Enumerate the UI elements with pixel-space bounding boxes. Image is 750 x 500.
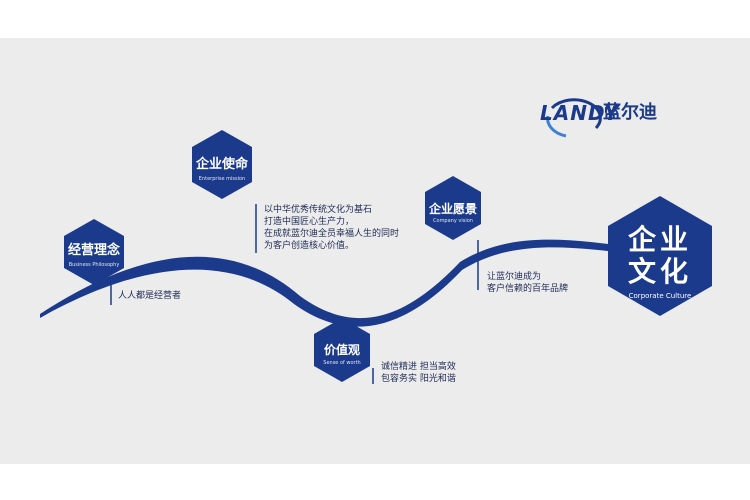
values-note: 诚信精进 担当高效 包容务实 阳光和谐: [381, 361, 456, 385]
vision-note-line: 客户信赖的百年品牌: [487, 284, 569, 294]
mission-title: 企业使命: [195, 157, 248, 172]
logo-text: LANDY: [540, 101, 620, 125]
values-title: 价值观: [323, 343, 360, 357]
main-title-line1: 企业: [627, 223, 692, 256]
values-note-line: 诚信精进 担当高效: [381, 362, 456, 372]
mission-note-line: 在成就蓝尔迪全员幸福人生的同时: [264, 229, 400, 239]
hexagon-mission: [192, 130, 252, 199]
vision-note-line: 让蓝尔迪成为: [487, 272, 542, 282]
wave-ribbon: [40, 239, 700, 327]
vision-title: 企业愿景: [428, 202, 477, 216]
values-note-line: 包容务实 阳光和谐: [381, 374, 456, 384]
main-title-line2: 文化: [627, 255, 692, 288]
hexagon-vision: [425, 176, 481, 240]
mission-note-line: 以中华优秀传统文化为基石: [264, 205, 373, 215]
philosophy-subtitle: Business Philosophy: [68, 262, 120, 268]
philosophy-title: 经营理念: [67, 243, 120, 258]
philosophy-note: 人人都是经营者: [118, 290, 181, 302]
hexagon-main: [608, 196, 712, 316]
main-subtitle: Corporate Culture: [628, 292, 692, 300]
vision-subtitle: Company vision: [433, 218, 473, 224]
mission-note: 以中华优秀传统文化为基石 打造中国匠心生产力， 在成就蓝尔迪全员幸福人生的同时 …: [264, 204, 399, 252]
mission-note-line: 打造中国匠心生产力，: [264, 217, 355, 227]
hexagon-philosophy: [64, 219, 124, 285]
mission-note-line: 为客户创造核心价值。: [264, 241, 355, 251]
logo-emblem-icon: [546, 98, 602, 138]
philosophy-note-line: 人人都是经营者: [118, 291, 182, 301]
vision-note: 让蓝尔迪成为 客户信赖的百年品牌: [487, 271, 568, 295]
mission-subtitle: Enterprise mission: [198, 176, 246, 182]
hexagon-values: [314, 318, 370, 382]
values-subtitle: Sense of worth: [323, 360, 361, 366]
brand-name: 蓝尔迪: [603, 102, 657, 123]
